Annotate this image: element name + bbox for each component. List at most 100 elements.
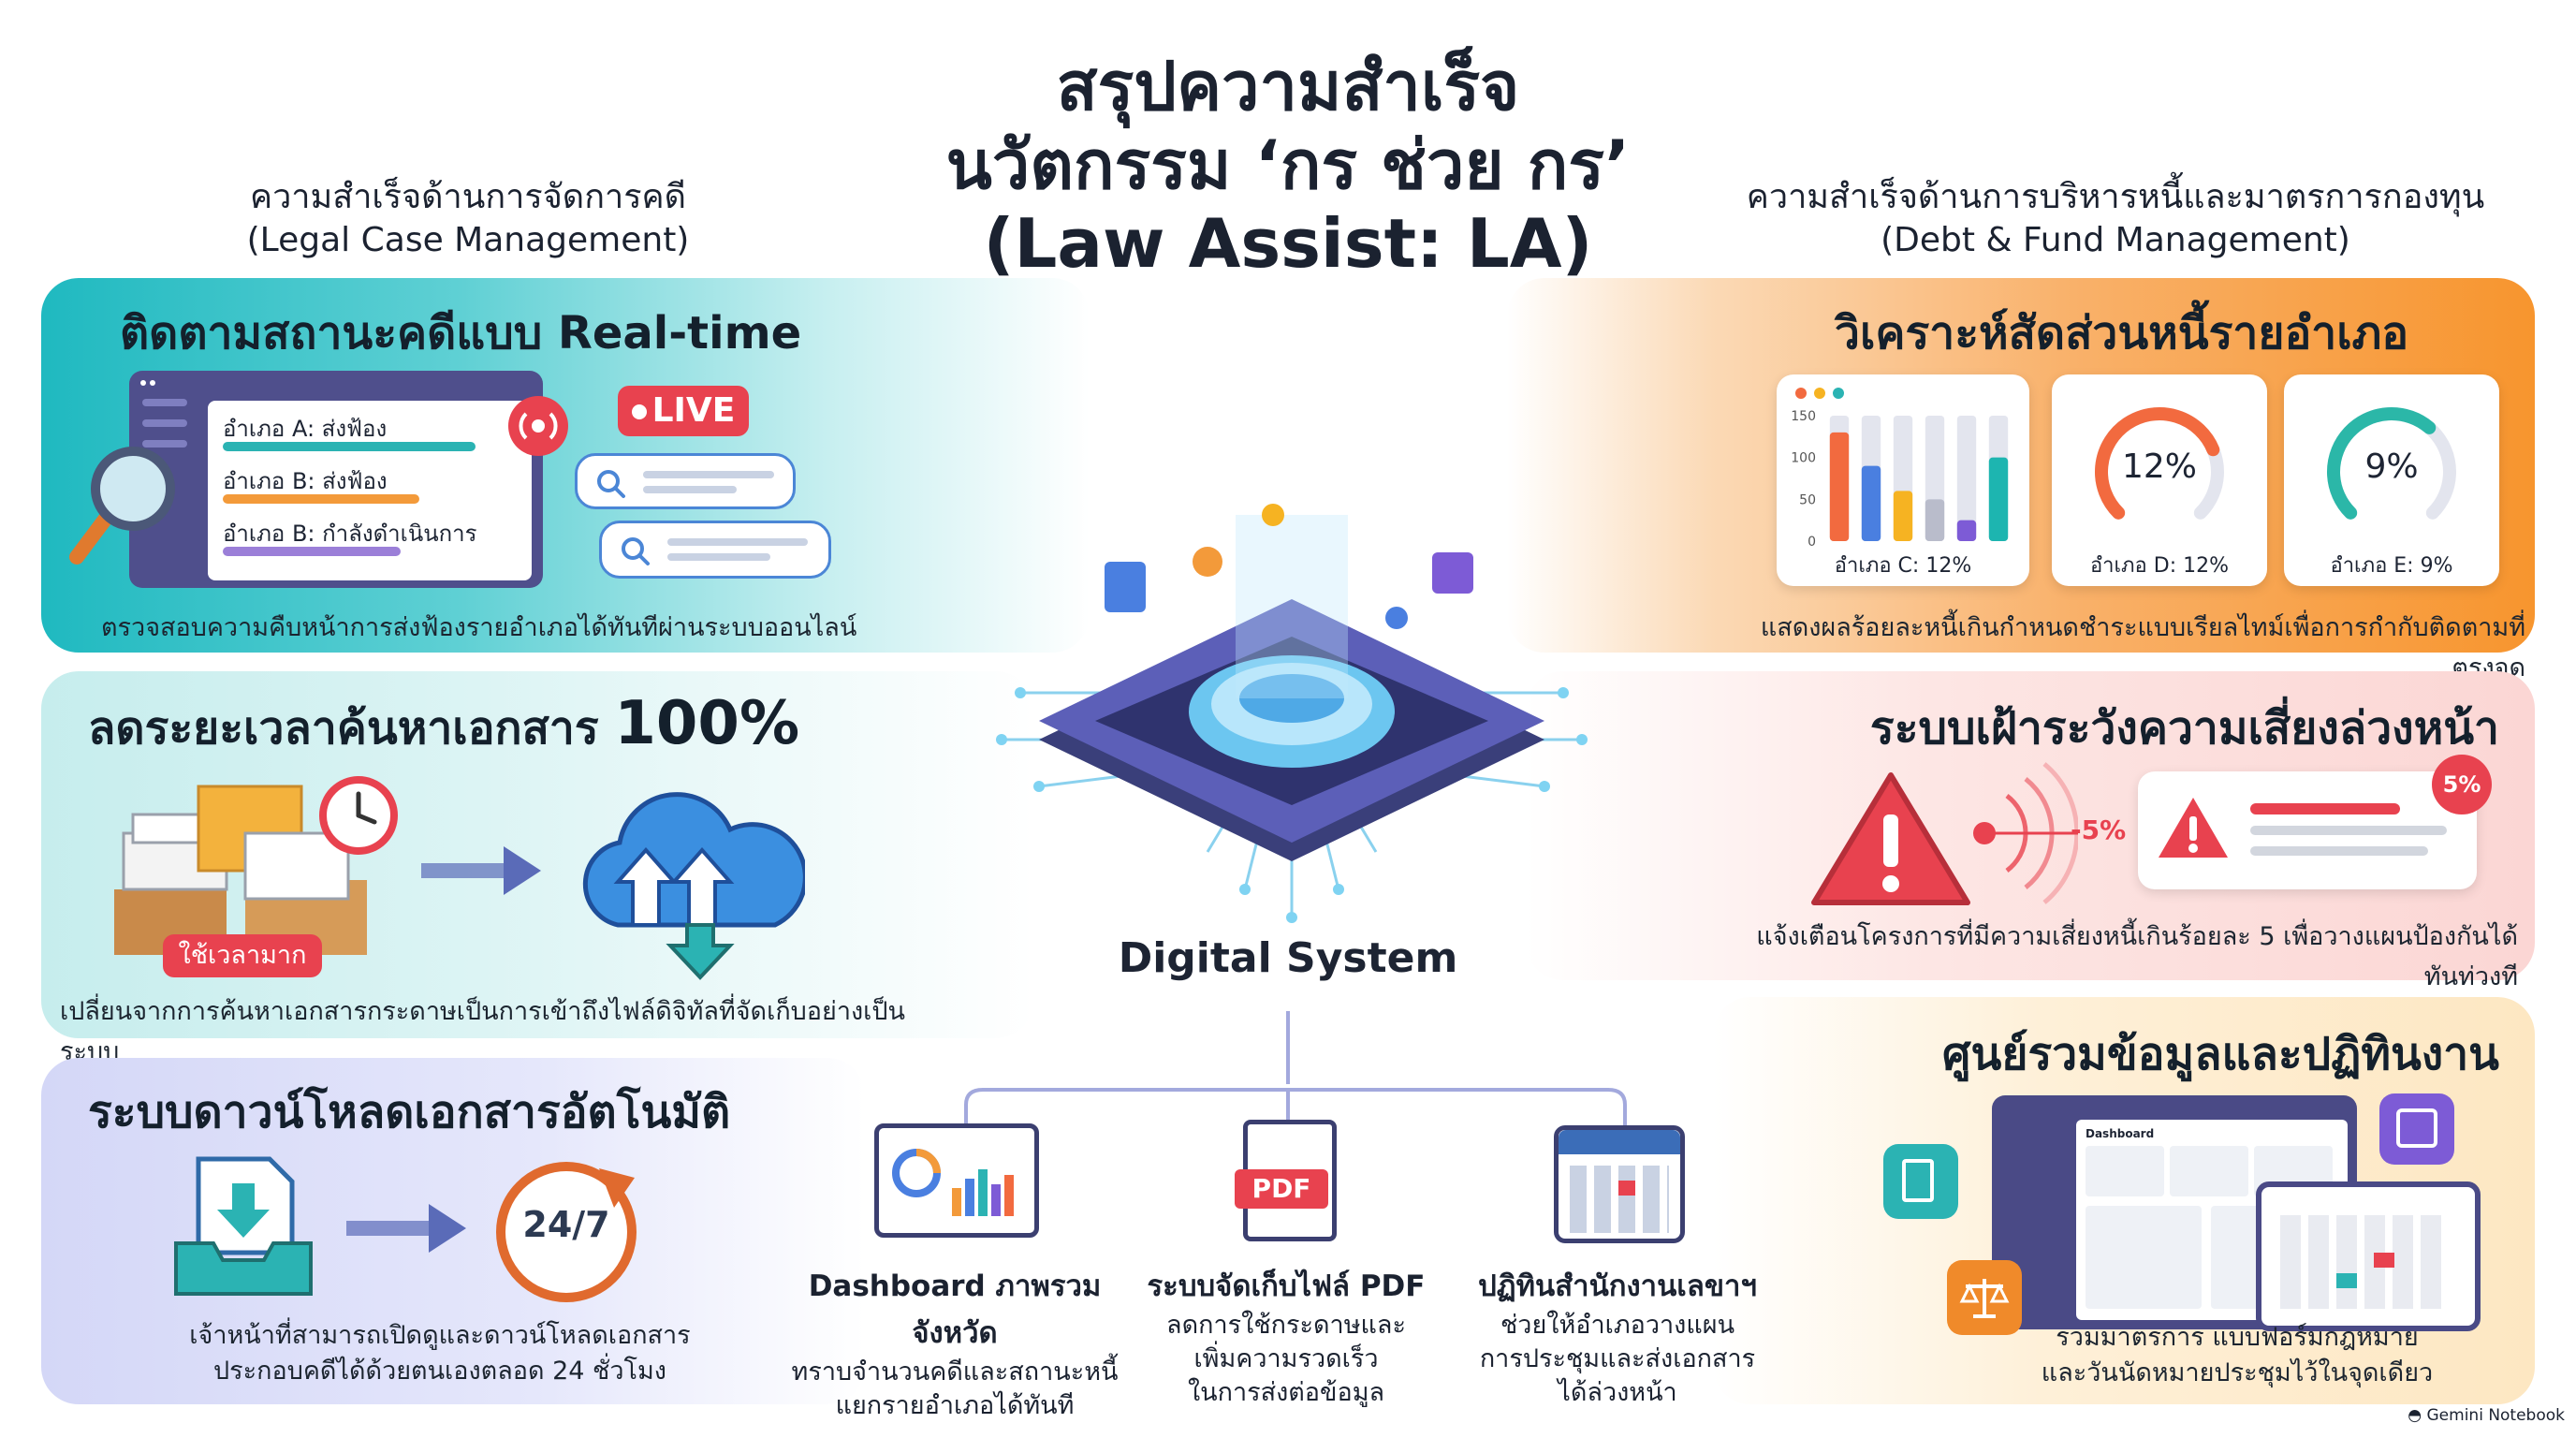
debt-analysis-title: วิเคราะห์สัดส่วนหนี้รายอำเภอ <box>1835 307 2409 360</box>
data-hub-title: ศูนย์รวมข้อมูลและปฏิทินงาน <box>1942 1028 2499 1080</box>
feature-calendar-line-2: การประชุมและส่งเอกสาร <box>1479 1344 1756 1373</box>
risk-monitor-title: ระบบเฝ้าระวังความเสี่ยงล่วงหน้า <box>1869 702 2499 755</box>
risk-monitor-caption: แจ้งเตือนโครงการที่มีความเสี่ยงหนี้เกินร… <box>1756 922 2518 991</box>
radar-label: -5% <box>2071 814 2127 845</box>
gauge-card-d: 12% อำเภอ D: 12% <box>2052 374 2267 586</box>
dashboard-feature-icon <box>874 1123 1039 1238</box>
gauge-fill <box>2327 407 2437 520</box>
data-hub-caption: รวมมาตรการ แบบฟอร์มกฎหมาย และวันนัดหมายป… <box>1956 1320 2518 1391</box>
left-heading-th: ความสำเร็จด้านการจัดการคดี <box>250 178 686 216</box>
alert-icon <box>2159 798 2228 858</box>
live-badge: LIVE <box>618 386 749 436</box>
status-bar-3 <box>223 547 401 556</box>
risk-alert-card <box>2138 771 2477 889</box>
bar-chart-label: อำเภอ C: 12% <box>1834 554 1972 578</box>
gauge-e-chart <box>2327 407 2456 520</box>
feature-calendar-line-3: ได้ล่วงหน้า <box>1558 1378 1677 1407</box>
search-bubble-1 <box>575 453 796 509</box>
data-hub-caption-1: รวมมาตรการ แบบฟอร์มกฎหมาย <box>2056 1323 2419 1352</box>
y-tick-label: 50 <box>1799 492 1816 507</box>
search-time-title-number: 100% <box>614 689 800 758</box>
hub-calendar-mock <box>2256 1181 2481 1331</box>
auto-download-title: ระบบดาวน์โหลดเอกสารอัตโนมัติ <box>88 1086 731 1138</box>
magnifier-icon <box>69 447 175 565</box>
feature-connector <box>964 1011 1627 1133</box>
title-line-1: สรุปความสำเร็จ <box>1056 47 1520 125</box>
right-heading-th: ความสำเร็จด้านการบริหารหนี้และมาตรการกอง… <box>1746 178 2485 216</box>
search-icon-2 <box>622 537 650 565</box>
digital-system-chip <box>996 504 1588 923</box>
gauge-d-label: อำเภอ D: 12% <box>2089 554 2230 578</box>
data-hub-caption-2: และวันนัดหมายประชุมไว้ในจุดเดียว <box>2041 1358 2434 1387</box>
gauge-e-label: อำเภอ E: 9% <box>2330 554 2453 578</box>
status-bar-1 <box>223 442 476 451</box>
feature-calendar: ปฏิทินสำนักงานเลขาฯ ช่วยให้อำเภอวางแผน ก… <box>1449 1262 1786 1410</box>
download-tray-icon <box>174 1156 313 1296</box>
status-bar-2 <box>223 494 419 504</box>
feature-pdf-line-3: ในการส่งต่อข้อมูล <box>1187 1378 1385 1407</box>
bar <box>1956 520 1977 541</box>
search-time-title: ลดระยะเวลาค้นหาเอกสาร 100% <box>88 693 930 759</box>
pdf-file-icon: PDF <box>1235 1120 1337 1241</box>
bar <box>1988 457 2009 541</box>
left-heading-en: (Legal Case Management) <box>246 221 690 259</box>
right-section-heading: ความสำเร็จด้านการบริหารหนี้และมาตรการกอง… <box>1676 176 2555 262</box>
footer-brand: ◓ Gemini Notebook <box>2378 1406 2565 1425</box>
cloud-sync-icon <box>582 792 805 980</box>
calendar-icon <box>2379 1093 2454 1165</box>
realtime-title: ติดตามสถานะคดีแบบ Real-time <box>120 307 802 360</box>
auto-download-caption: เจ้าหน้าที่สามารถเปิดดูและดาวน์โหลดเอกสา… <box>103 1318 777 1389</box>
left-section-heading: ความสำเร็จด้านการจัดการคดี (Legal Case M… <box>131 176 805 262</box>
arrow-right-icon <box>421 846 541 895</box>
feature-pdf-title: ระบบจัดเก็บไฟล์ PDF <box>1147 1269 1426 1303</box>
auto-download-caption-2: ประกอบคดีได้ด้วยตนเองตลอด 24 ชั่วโมง <box>212 1357 666 1386</box>
calendar-feature-icon <box>1554 1125 1685 1243</box>
debt-analysis-caption: แสดงผลร้อยละหนี้เกินกำหนดชำระแบบเรียลไทม… <box>1760 613 2525 682</box>
feature-pdf-line-1: ลดการใช้กระดาษและ <box>1166 1311 1406 1340</box>
gemini-logo-icon: ◓ <box>2408 1406 2427 1425</box>
realtime-caption: ตรวจสอบความคืบหน้าการส่งฟ้องรายอำเภอได้ท… <box>101 613 857 642</box>
feature-dashboard-title: Dashboard ภาพรวมจังหวัด <box>808 1269 1102 1350</box>
y-tick-label: 100 <box>1791 451 1816 466</box>
search-time-caption: เปลี่ยนจากการค้นหาเอกสารกระดาษเป็นการเข้… <box>60 997 906 1066</box>
gauge-fill <box>2095 407 2220 520</box>
gauge-e-value: 9% <box>2364 448 2419 486</box>
pdf-icon-label: PDF <box>1235 1169 1328 1209</box>
feature-pdf: ระบบจัดเก็บไฟล์ PDF ลดการใช้กระดาษและ เพ… <box>1136 1262 1436 1410</box>
status-row-3: อำเภอ B: กำลังดำเนินการ <box>223 521 477 547</box>
time-consuming-tag: ใช้เวลามาก <box>163 934 322 977</box>
footer-brand-text: Gemini Notebook <box>2426 1406 2566 1425</box>
feature-pdf-line-2: เพิ่มความรวดเร็ว <box>1193 1344 1379 1373</box>
search-bubble-2 <box>599 521 831 579</box>
gauge-card-e: 9% อำเภอ E: 9% <box>2284 374 2499 586</box>
broadcast-icon <box>508 396 568 456</box>
hub-dashboard-label: Dashboard <box>2086 1127 2155 1140</box>
radar-signal-icon <box>1973 762 2078 904</box>
monitor-frame: อำเภอ A: ส่งฟ้อง อำเภอ B: ส่งฟ้อง อำเภอ … <box>129 371 543 588</box>
title-line-3: (Law Assist: LA) <box>983 204 1593 283</box>
clock-24-7-icon <box>496 1162 637 1302</box>
right-heading-en: (Debt & Fund Management) <box>1881 221 2350 259</box>
arrow-right-icon-2 <box>346 1204 466 1253</box>
status-row-1: อำเภอ A: ส่งฟ้อง <box>223 416 388 442</box>
feature-calendar-title: ปฏิทินสำนักงานเลขาฯ <box>1478 1269 1757 1303</box>
y-tick-label: 150 <box>1791 409 1816 424</box>
form-edit-icon <box>1883 1144 1958 1219</box>
bar <box>1861 465 1881 541</box>
feature-calendar-line-1: ช่วยให้อำเภอวางแผน <box>1500 1311 1735 1340</box>
feature-dashboard-line-2: แยกรายอำเภอได้ทันที <box>835 1391 1075 1420</box>
legal-scale-icon <box>1947 1260 2022 1335</box>
risk-percent-badge: 5% <box>2432 755 2492 814</box>
bar-track <box>1956 416 1977 541</box>
clock-24-7-label: 24/7 <box>522 1204 610 1245</box>
feature-dashboard-line-1: ทราบจำนวนคดีและสถานะหนี้ <box>791 1357 1119 1387</box>
status-list: อำเภอ A: ส่งฟ้อง อำเภอ B: ส่งฟ้อง อำเภอ … <box>208 401 532 580</box>
page-title: สรุปความสำเร็จ นวัตกรรม ‘กร ช่วย กร’ (La… <box>820 47 1756 283</box>
bar <box>1829 432 1850 541</box>
bar <box>1925 499 1945 541</box>
clock-icon <box>319 776 398 855</box>
feature-dashboard: Dashboard ภาพรวมจังหวัด ทราบจำนวนคดีและส… <box>777 1262 1133 1423</box>
gauge-d-chart <box>2095 407 2224 520</box>
